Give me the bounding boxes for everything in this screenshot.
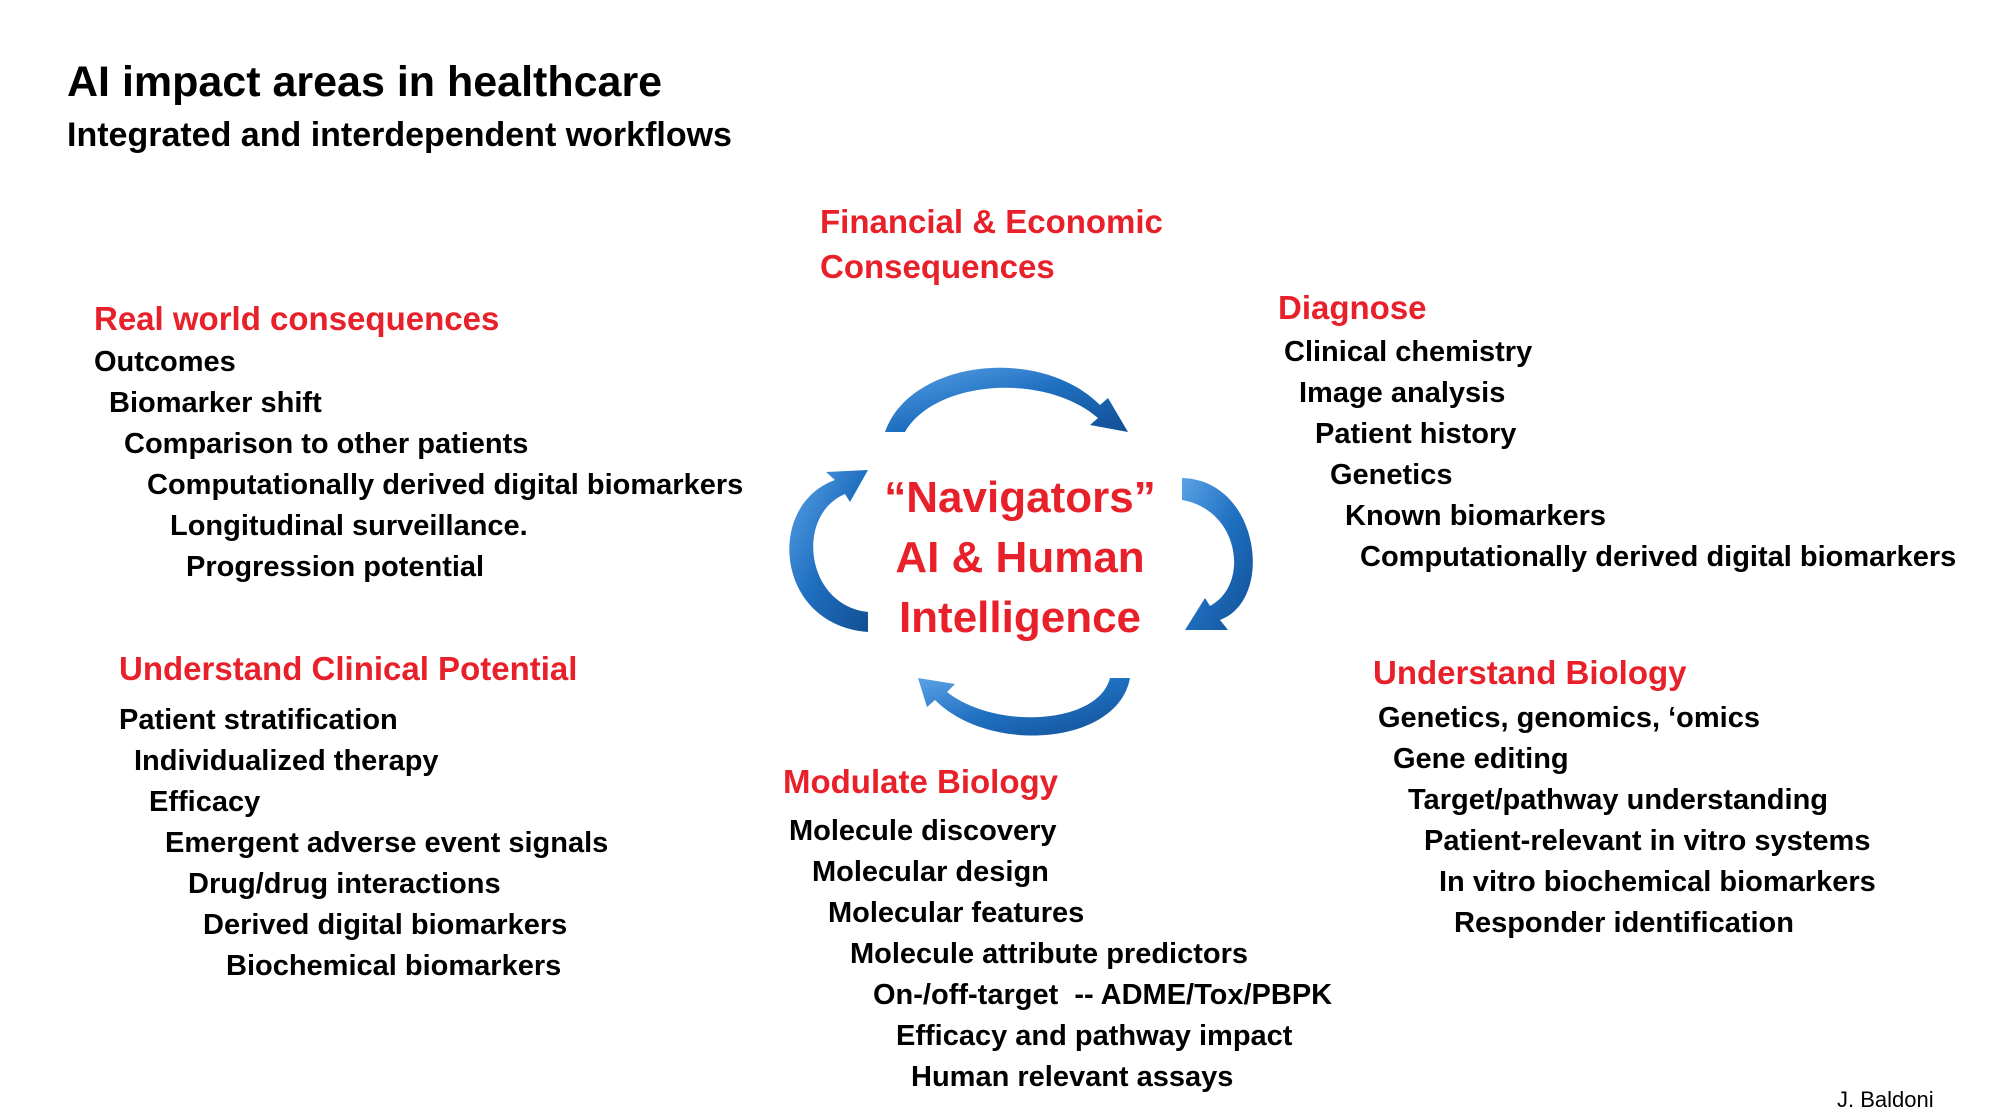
diagnose-item: Image analysis [1299, 377, 1506, 409]
real-world-item: Progression potential [186, 551, 485, 583]
modulate-biology-item: Molecule discovery [789, 815, 1057, 847]
clinical-potential-heading: Understand Clinical Potential [119, 650, 578, 687]
modulate-biology-heading: Modulate Biology [783, 763, 1058, 800]
clinical-potential-item: Efficacy [149, 786, 261, 818]
real-world-item: Comparison to other patients [124, 428, 529, 460]
page-title: AI impact areas in healthcare [67, 58, 663, 106]
diagnose-item: Computationally derived digital biomarke… [1360, 541, 1957, 573]
modulate-biology-item: Molecule attribute predictors [850, 938, 1249, 970]
real-world-item: Computationally derived digital biomarke… [147, 469, 744, 501]
clinical-potential-item: Biochemical biomarkers [226, 950, 562, 982]
modulate-biology-item: On-/off-target -- ADME/Tox/PBPK [873, 979, 1333, 1011]
understand-biology-heading: Understand Biology [1373, 654, 1687, 691]
diagnose-item: Known biomarkers [1345, 500, 1607, 532]
author-credit: J. Baldoni [1837, 1087, 1934, 1112]
diagnose-item: Clinical chemistry [1284, 336, 1533, 368]
modulate-biology-item: Human relevant assays [911, 1061, 1234, 1093]
real-world-item: Biomarker shift [109, 387, 322, 419]
real-world-item: Outcomes [94, 346, 236, 378]
understand-biology-item: Target/pathway understanding [1408, 784, 1829, 816]
real-world-item: Longitudinal surveillance. [170, 510, 528, 542]
clinical-potential-item: Patient stratification [119, 704, 398, 736]
financial-heading-line2: Consequences [820, 248, 1055, 285]
diagnose-heading: Diagnose [1278, 289, 1427, 326]
curved-arrow-left-icon [789, 470, 868, 632]
center-line-3: Intelligence [898, 593, 1142, 642]
diagnose-item: Patient history [1315, 418, 1517, 450]
understand-biology-item: In vitro biochemical biomarkers [1439, 866, 1876, 898]
modulate-biology-item: Molecular design [812, 856, 1049, 888]
page-subtitle: Integrated and interdependent workflows [67, 116, 732, 154]
diagnose-item: Genetics [1330, 459, 1453, 491]
center-navigators-label: “Navigators” AI & Human Intelligence [880, 468, 1160, 648]
real-world-heading: Real world consequences [94, 300, 500, 337]
clinical-potential-item: Individualized therapy [134, 745, 439, 777]
center-line-2: AI & Human [895, 533, 1145, 582]
modulate-biology-item: Efficacy and pathway impact [896, 1020, 1293, 1052]
center-line-1: “Navigators” [884, 473, 1156, 522]
curved-arrow-right-icon [1182, 478, 1253, 630]
curved-arrow-bottom-icon [918, 678, 1130, 736]
understand-biology-item: Gene editing [1393, 743, 1569, 775]
clinical-potential-item: Drug/drug interactions [188, 868, 501, 900]
understand-biology-item: Responder identification [1454, 907, 1794, 939]
understand-biology-item: Genetics, genomics, ‘omics [1378, 702, 1760, 734]
modulate-biology-item: Molecular features [828, 897, 1085, 929]
clinical-potential-item: Emergent adverse event signals [165, 827, 609, 859]
understand-biology-item: Patient-relevant in vitro systems [1424, 825, 1871, 857]
clinical-potential-item: Derived digital biomarkers [203, 909, 568, 941]
financial-heading-line1: Financial & Economic [820, 203, 1163, 240]
curved-arrow-top-icon [885, 367, 1128, 432]
